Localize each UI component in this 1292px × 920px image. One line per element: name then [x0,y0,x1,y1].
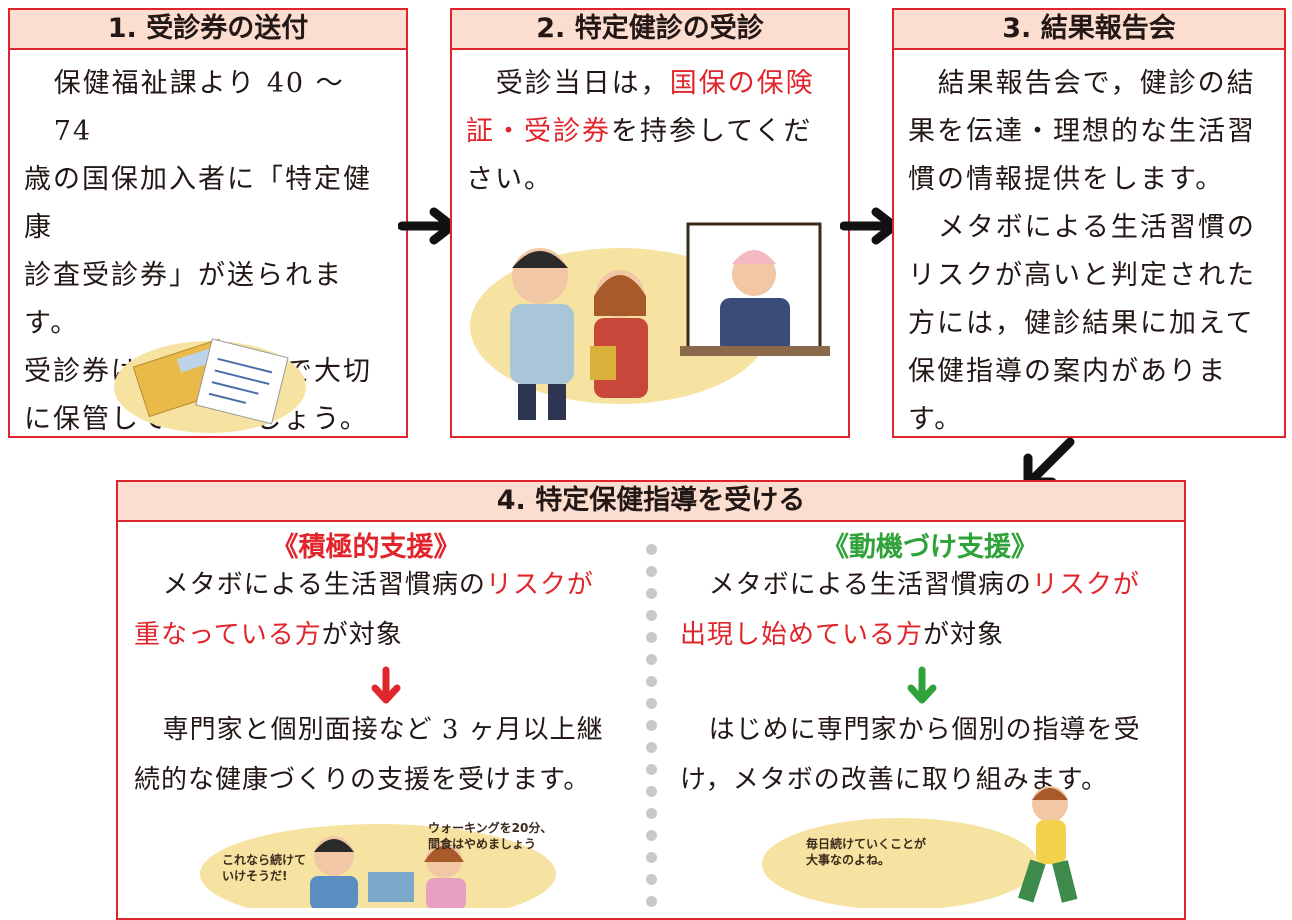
red-down-arrow-icon [371,666,401,704]
step3-line: メタボによる生活習慣の [937,212,1256,243]
active-support-text: が対象 [321,620,403,650]
consultation-speech-b: これなら続けて いけそうだ! [222,853,307,883]
step2-line: さい。 [466,164,553,195]
active-support-body: メタボによる生活習慣病のリスクが 重なっている方が対象 [134,560,644,660]
active-support-detail: 専門家と個別面接など 3 ヶ月以上継 続的な健康づくりの支援を受けます。 [134,705,644,805]
active-support-line: 続的な健康づくりの支援を受けます。 [134,765,591,795]
step3-line: 保健指導の案内があります。 [908,356,1227,435]
active-support-line: 専門家と個別面接など 3 ヶ月以上継 [162,715,604,745]
step4-title: 4. 特定保健指導を受ける [118,482,1184,522]
active-support-highlight: リスクが [485,570,594,600]
step1-line: 歳の国保加入者に「特定健康 [24,164,372,243]
step2-highlight: 国保の保険 [669,68,815,99]
active-support-heading: 《積極的支援》 [271,532,461,563]
envelope-illustration [114,338,306,433]
step2-highlight: 証・受診券 [466,116,611,147]
motivation-support-text: が対象 [923,620,1005,650]
motivation-support-line: はじめに専門家から個別の指導を受 [708,715,1141,745]
step2-text: を持参してくだ [611,116,813,147]
consultation-speech-a: ウォーキングを20分、 間食はやめましょう [428,821,553,851]
motivation-support-highlight: 出現し始めている方 [680,620,924,650]
motivation-support-text: メタボによる生活習慣病の [708,570,1032,600]
jogging-speech: 毎日続けていくことが 大事なのよね。 [806,837,927,867]
step2-box: 2. 特定健診の受診 受診当日は，国保の保険 証・受診券を持参してくだ さい。 [450,8,850,438]
active-support-text: メタボによる生活習慣病の [162,570,486,600]
step3-line: 結果報告会で，健診の結 [937,68,1256,99]
step2-body: 受診当日は，国保の保険 証・受診券を持参してくだ さい。 [452,50,848,204]
jogging-illustration [762,786,1078,908]
step3-line: リスクが高いと判定された [908,260,1256,291]
motivation-support-detail: はじめに専門家から個別の指導を受 け，メタボの改善に取り組みます。 [680,705,1180,805]
step3-box: 3. 結果報告会 結果報告会で，健診の結 果を伝達・理想的な生活習 慣の情報提供… [892,8,1286,438]
motivation-support-body: メタボによる生活習慣病のリスクが 出現し始めている方が対象 [680,560,1180,660]
step1-title: 1. 受診券の送付 [10,10,406,50]
step1-line: 保健福祉課より 40 〜 74 [53,68,345,147]
step1-line: 診査受診券」が送られます。 [24,260,343,339]
active-support-highlight: 重なっている方 [134,620,322,650]
step1-box: 1. 受診券の送付 保健福祉課より 40 〜 74 歳の国保加入者に「特定健康 … [8,8,408,438]
step2-text: 受診当日は， [495,68,670,99]
step3-title: 3. 結果報告会 [894,10,1284,50]
motivation-support-highlight: リスクが [1031,570,1140,600]
motivation-support-line: け，メタボの改善に取り組みます。 [680,765,1109,795]
column-divider [646,544,658,908]
step2-title: 2. 特定健診の受診 [452,10,848,50]
step3-line: 果を伝達・理想的な生活習 [908,116,1256,147]
reception-illustration [470,222,830,420]
step3-body: 結果報告会で，健診の結 果を伝達・理想的な生活習 慣の情報提供をします。 メタボ… [894,50,1284,444]
step3-line: 方には，健診結果に加えて [908,308,1255,339]
green-down-arrow-icon [907,666,937,704]
step3-line: 慣の情報提供をします。 [908,164,1225,195]
consultation-illustration [200,824,556,908]
motivation-support-heading: 《動機づけ支援》 [822,532,1038,563]
